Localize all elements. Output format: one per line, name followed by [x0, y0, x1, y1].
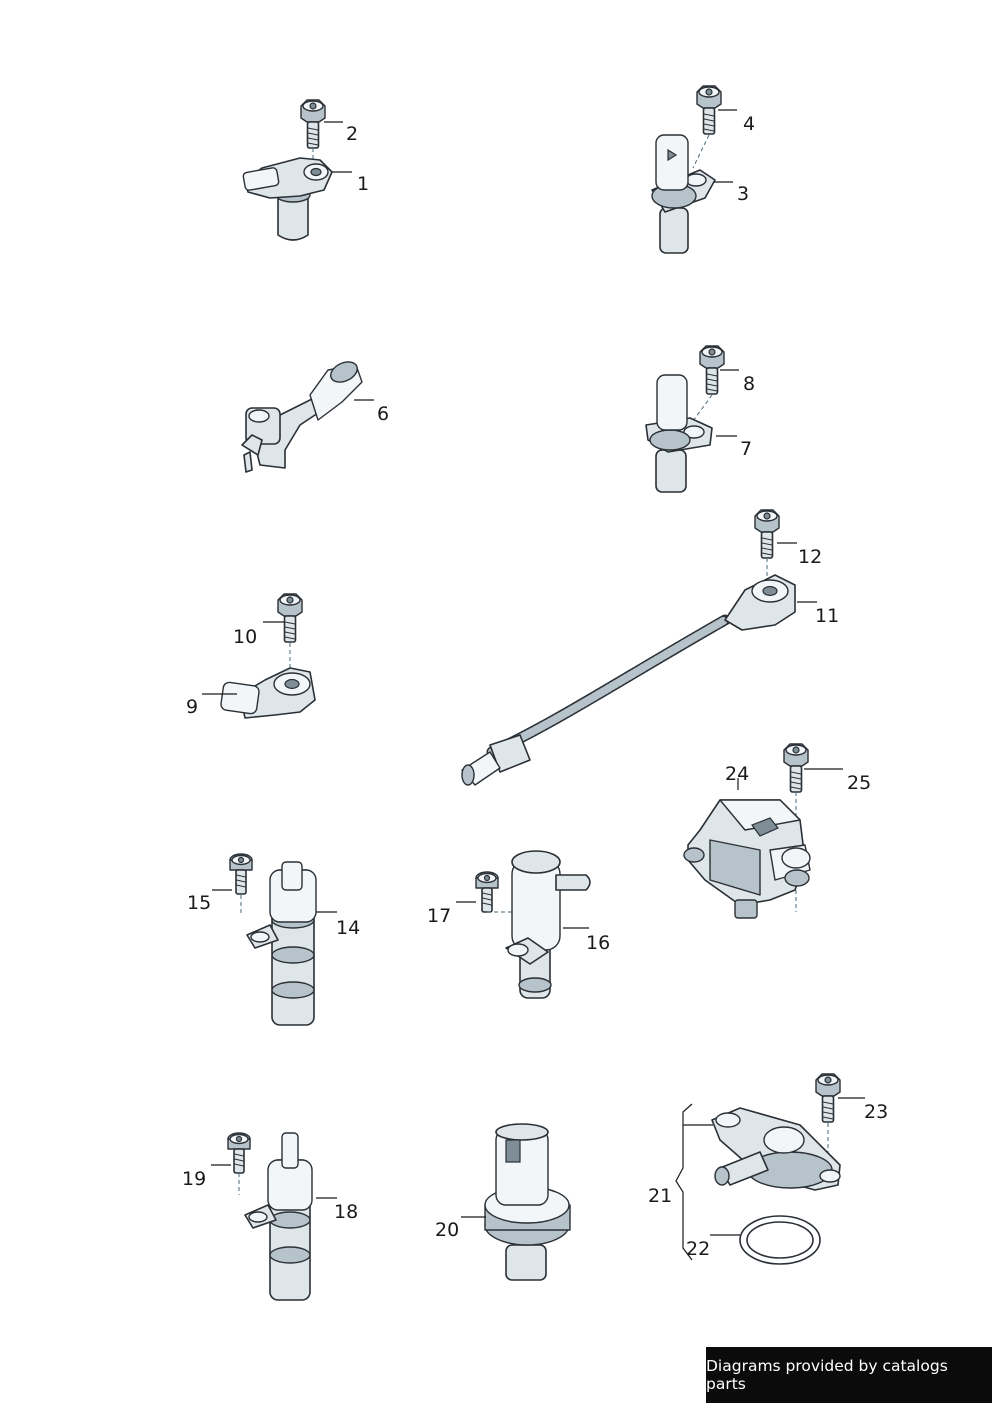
- label-24: 24: [725, 763, 749, 785]
- label-19: 19: [182, 1168, 206, 1190]
- label-22: 22: [686, 1238, 710, 1260]
- label-2: 2: [346, 123, 358, 145]
- part-3-sensor: [651, 85, 722, 254]
- part-11-knock-sensor-cable: [461, 509, 796, 786]
- label-21: 21: [648, 1185, 672, 1207]
- label-6: 6: [377, 403, 389, 425]
- label-11: 11: [815, 605, 839, 627]
- label-10: 10: [233, 626, 257, 648]
- label-15: 15: [187, 892, 211, 914]
- part-7-sensor: [645, 345, 725, 493]
- label-7: 7: [740, 438, 752, 460]
- label-25: 25: [847, 772, 871, 794]
- label-14: 14: [336, 917, 360, 939]
- part-6-sensor: [241, 361, 363, 473]
- part-labels: 2 1 4 3 6 8 7 12 11 10 9 24 25 15 14 17 …: [182, 113, 888, 1260]
- label-20: 20: [435, 1219, 459, 1241]
- label-4: 4: [743, 113, 755, 135]
- label-3: 3: [737, 183, 749, 205]
- watermark-text: Diagrams provided by catalogs parts: [706, 1357, 948, 1393]
- part-18-valve: [227, 1132, 313, 1301]
- part-21-sensor-flange: [711, 1073, 841, 1265]
- label-8: 8: [743, 373, 755, 395]
- part-16-valve: [475, 850, 591, 999]
- label-12: 12: [798, 546, 822, 568]
- label-17: 17: [427, 905, 451, 927]
- label-9: 9: [186, 696, 198, 718]
- watermark-banner: Diagrams provided by catalogs parts: [706, 1347, 992, 1403]
- part-9-knock-sensor: [220, 593, 316, 719]
- label-16: 16: [586, 932, 610, 954]
- part-1-sensor: [242, 99, 333, 241]
- leader-lines: [202, 109, 865, 1261]
- label-1: 1: [357, 173, 369, 195]
- label-23: 23: [864, 1101, 888, 1123]
- part-24-sensor-module: [683, 743, 811, 919]
- label-18: 18: [334, 1201, 358, 1223]
- part-20-pressure-switch: [484, 1123, 571, 1281]
- part-14-valve: [229, 853, 317, 1026]
